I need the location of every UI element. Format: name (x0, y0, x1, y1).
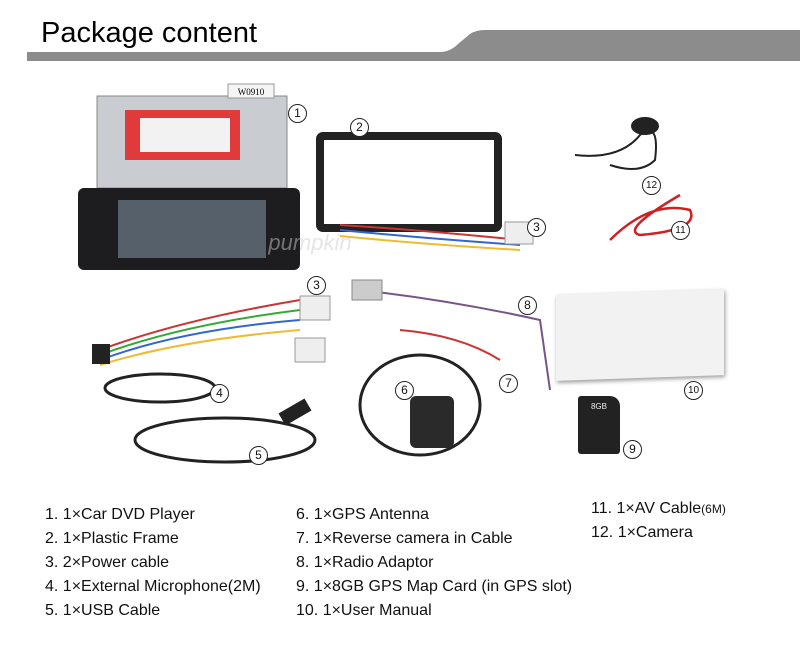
callout-10: 10 (684, 381, 703, 400)
page-title: Package content (41, 17, 258, 49)
callout-7: 7 (499, 374, 518, 393)
user-manual-image (556, 289, 724, 381)
list-item: 11. 1×AV Cable(6M) (591, 497, 726, 521)
list-item: 3. 2×Power cable (45, 554, 170, 571)
list-item: 4. 1×External Microphone(2M) (45, 578, 261, 595)
power-cable-image (99, 224, 521, 366)
callout-2: 2 (350, 118, 369, 137)
camera-image (574, 129, 657, 170)
list-item-text: 11. 1×AV Cable (591, 500, 702, 517)
list-item: 8. 1×Radio Adaptor (296, 554, 434, 571)
dvd-label: W0910 (238, 87, 265, 97)
list-item: 10. 1×User Manual (296, 602, 432, 619)
callout-12: 12 (642, 176, 661, 195)
contents-list-col2: 6. 1×GPS Antenna 7. 1×Reverse camera in … (296, 503, 572, 623)
list-item: 6. 1×GPS Antenna (296, 506, 429, 523)
callout-8: 8 (518, 296, 537, 315)
usb-cable-image (133, 416, 317, 464)
list-item: 12. 1×Camera (591, 524, 693, 541)
contents-list-col3: 11. 1×AV Cable(6M) 12. 1×Camera (591, 497, 726, 545)
sd-card-label: 8GB (590, 402, 607, 411)
product-photo: W0910 pumpkin (78, 83, 693, 464)
contents-list-col1: 1. 1×Car DVD Player 2. 1×Plastic Frame 3… (45, 503, 261, 623)
callout-1: 1 (288, 104, 307, 123)
list-item: 7. 1×Reverse camera in Cable (296, 530, 513, 547)
callout-6: 6 (395, 381, 414, 400)
microphone-cable-image (103, 372, 217, 404)
list-item: 9. 1×8GB GPS Map Card (in GPS slot) (296, 578, 573, 595)
car-dvd-player-image: W0910 pumpkin (78, 83, 352, 270)
plastic-frame-image (316, 132, 502, 232)
reverse-cable-image (399, 329, 501, 361)
list-item-suffix: (6M) (701, 502, 726, 516)
list-item: 2. 1×Plastic Frame (45, 530, 179, 547)
watermark: pumpkin (267, 230, 351, 255)
callout-5: 5 (249, 446, 268, 465)
radio-adaptor-image (359, 289, 551, 391)
callout-9: 9 (623, 440, 642, 459)
sd-card-image: 8GB (578, 396, 620, 454)
gps-antenna-image (410, 396, 454, 448)
callout-4: 4 (210, 384, 229, 403)
callout-11: 11 (671, 221, 690, 240)
list-item: 1. 1×Car DVD Player (45, 506, 195, 523)
callout-3a: 3 (527, 218, 546, 237)
header-divider (27, 30, 800, 61)
list-item: 5. 1×USB Cable (45, 602, 161, 619)
callout-3b: 3 (307, 276, 326, 295)
